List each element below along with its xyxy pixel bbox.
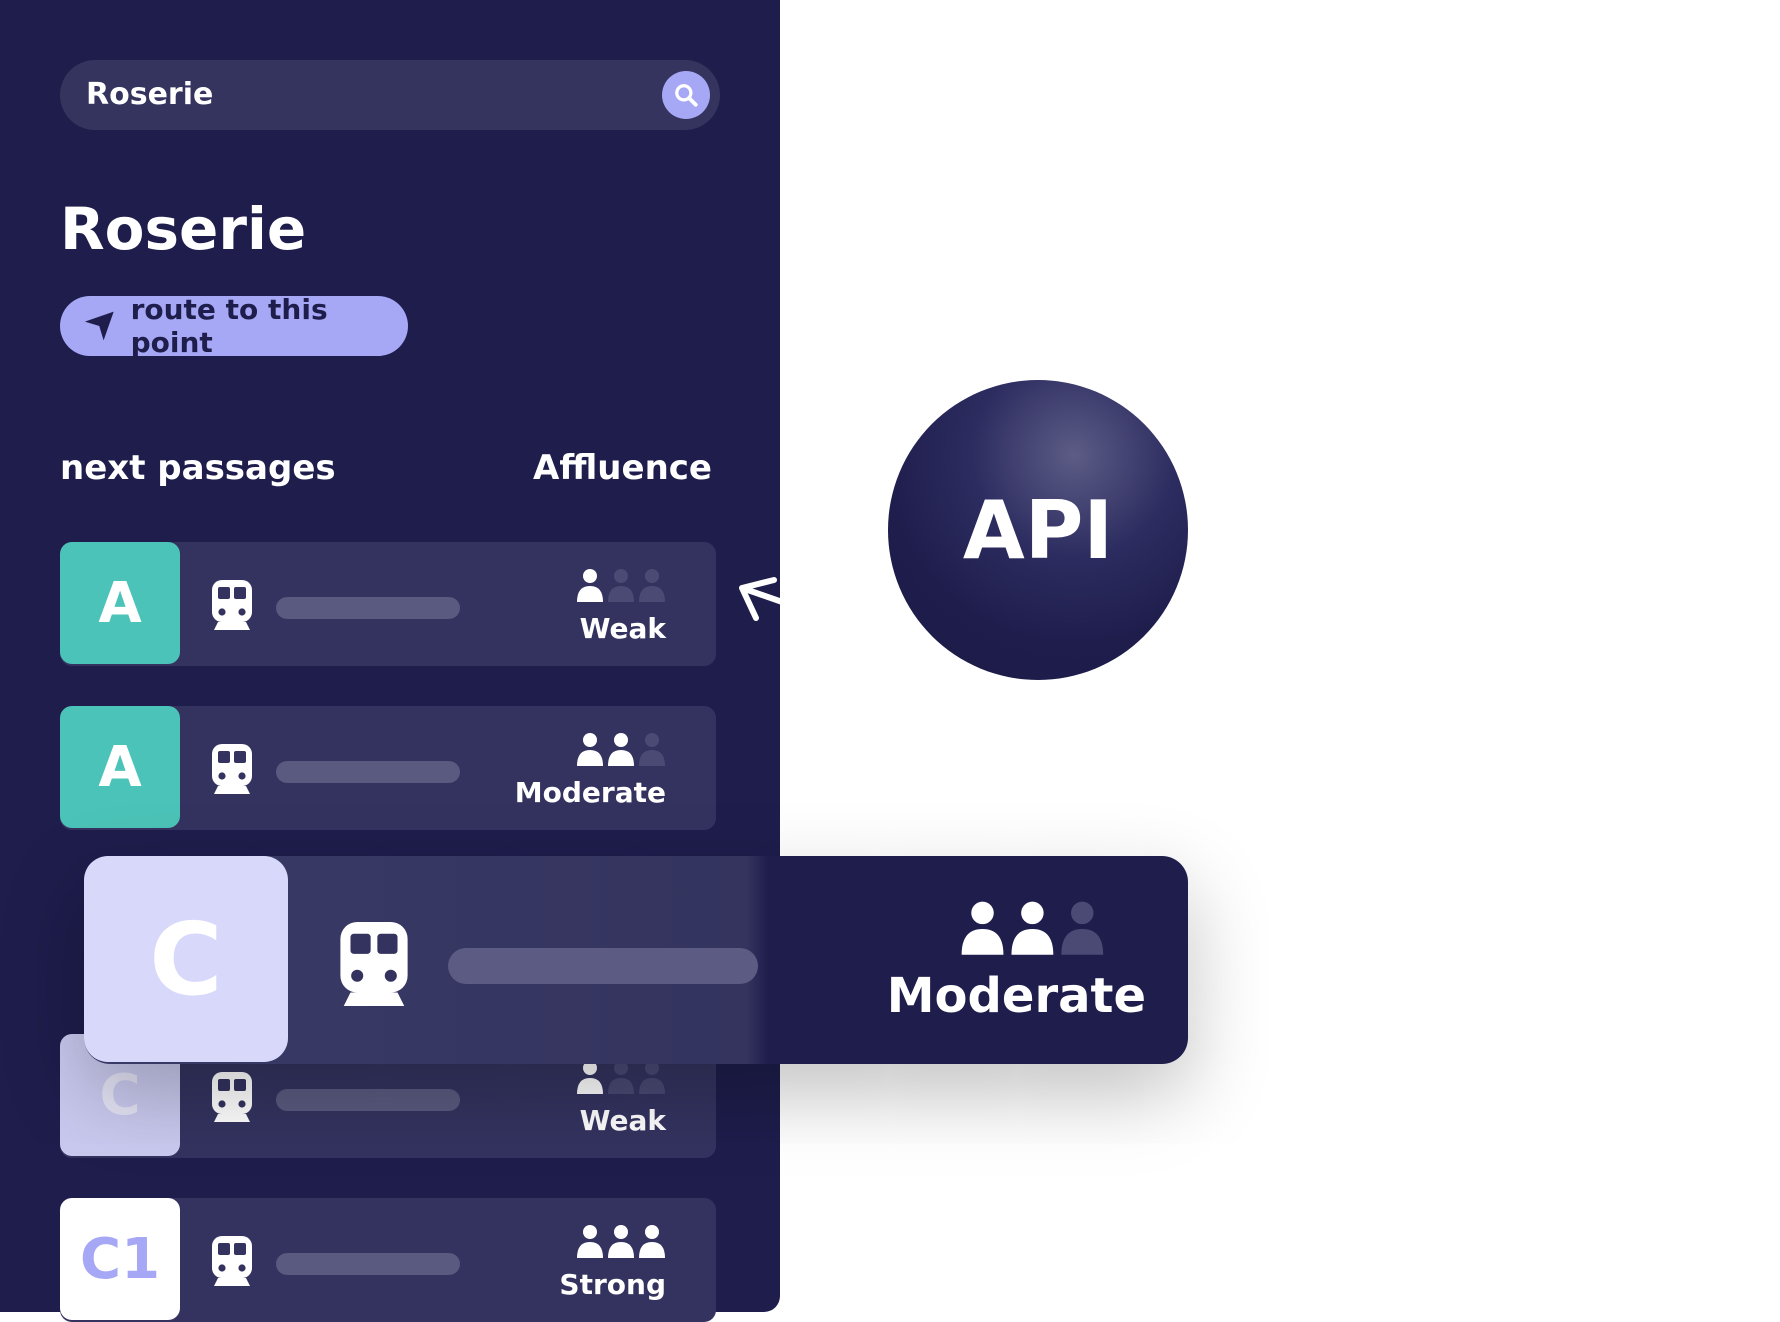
person-body [639,586,665,602]
person-head [645,569,659,583]
search-button[interactable] [662,71,710,119]
person-body [577,1242,603,1258]
person-body [577,586,603,602]
person-head [614,569,628,583]
person-body [608,750,634,766]
person-head [645,1225,659,1239]
affluence-label: Strong [559,1268,666,1301]
placeholder-bar [276,761,460,783]
placeholder-bar [276,597,460,619]
person-body [639,1242,665,1258]
person-body [577,750,603,766]
person-head [583,733,597,747]
route-button-label: route to this point [130,293,328,359]
affluence-people-icon [577,1225,665,1258]
person-body [1061,929,1104,955]
person-body [1011,929,1054,955]
search-input[interactable]: Roserie [86,77,214,112]
person-body [961,929,1004,955]
passage-row[interactable]: A Weak [60,542,716,666]
person-head [583,1061,597,1075]
api-badge: API [888,380,1188,680]
person-body [608,1242,634,1258]
person-head [583,1225,597,1239]
person-head [583,569,597,583]
person-head [614,733,628,747]
person-body [639,750,665,766]
person-head [645,733,659,747]
navigation-arrow-icon [84,311,114,341]
line-badge: A [60,542,180,664]
tram-icon [212,1236,252,1286]
station-panel: Roserie Roserie route to this point next… [0,0,780,1322]
search-bar[interactable]: Roserie [60,60,720,130]
next-passages-heading: next passages [60,448,336,488]
person-head [971,901,994,925]
line-badge: A [60,706,180,828]
person-body [608,586,634,602]
line-badge: C1 [60,1198,180,1320]
stop-title: Roserie [60,195,307,263]
person-head [645,1061,659,1075]
affluence-people-icon [577,569,665,602]
placeholder-bar [276,1089,460,1111]
affluence-people-icon [577,733,665,766]
person-body [608,1078,634,1094]
search-icon [675,84,698,107]
affluence-people-icon [577,1061,665,1094]
passage-row[interactable]: C1 Strong [60,1198,716,1322]
featured-line-badge: C [84,856,288,1062]
featured-affluence-label: Moderate [886,968,1146,1024]
person-head [614,1225,628,1239]
person-body [577,1078,603,1094]
tram-icon [212,580,252,630]
tram-icon [212,1072,252,1122]
tram-icon [340,922,408,1006]
placeholder-bar [276,1253,460,1275]
tram-icon [212,744,252,794]
affluence-heading: Affluence [533,448,712,488]
passage-row[interactable]: A Moderate [60,706,716,830]
route-to-point-button[interactable]: route to this point [60,293,408,359]
person-head [614,1061,628,1075]
connector-arrow-icon [739,577,791,621]
affluence-label: Weak [579,1104,666,1137]
placeholder-bar [448,948,758,984]
affluence-label: Moderate [514,776,666,809]
affluence-label: Weak [579,612,666,645]
person-body [639,1078,665,1094]
featured-passage-card[interactable]: C Moderate [84,856,1188,1064]
affluence-people-icon [961,901,1104,955]
person-head [1071,901,1094,925]
person-head [1021,901,1044,925]
